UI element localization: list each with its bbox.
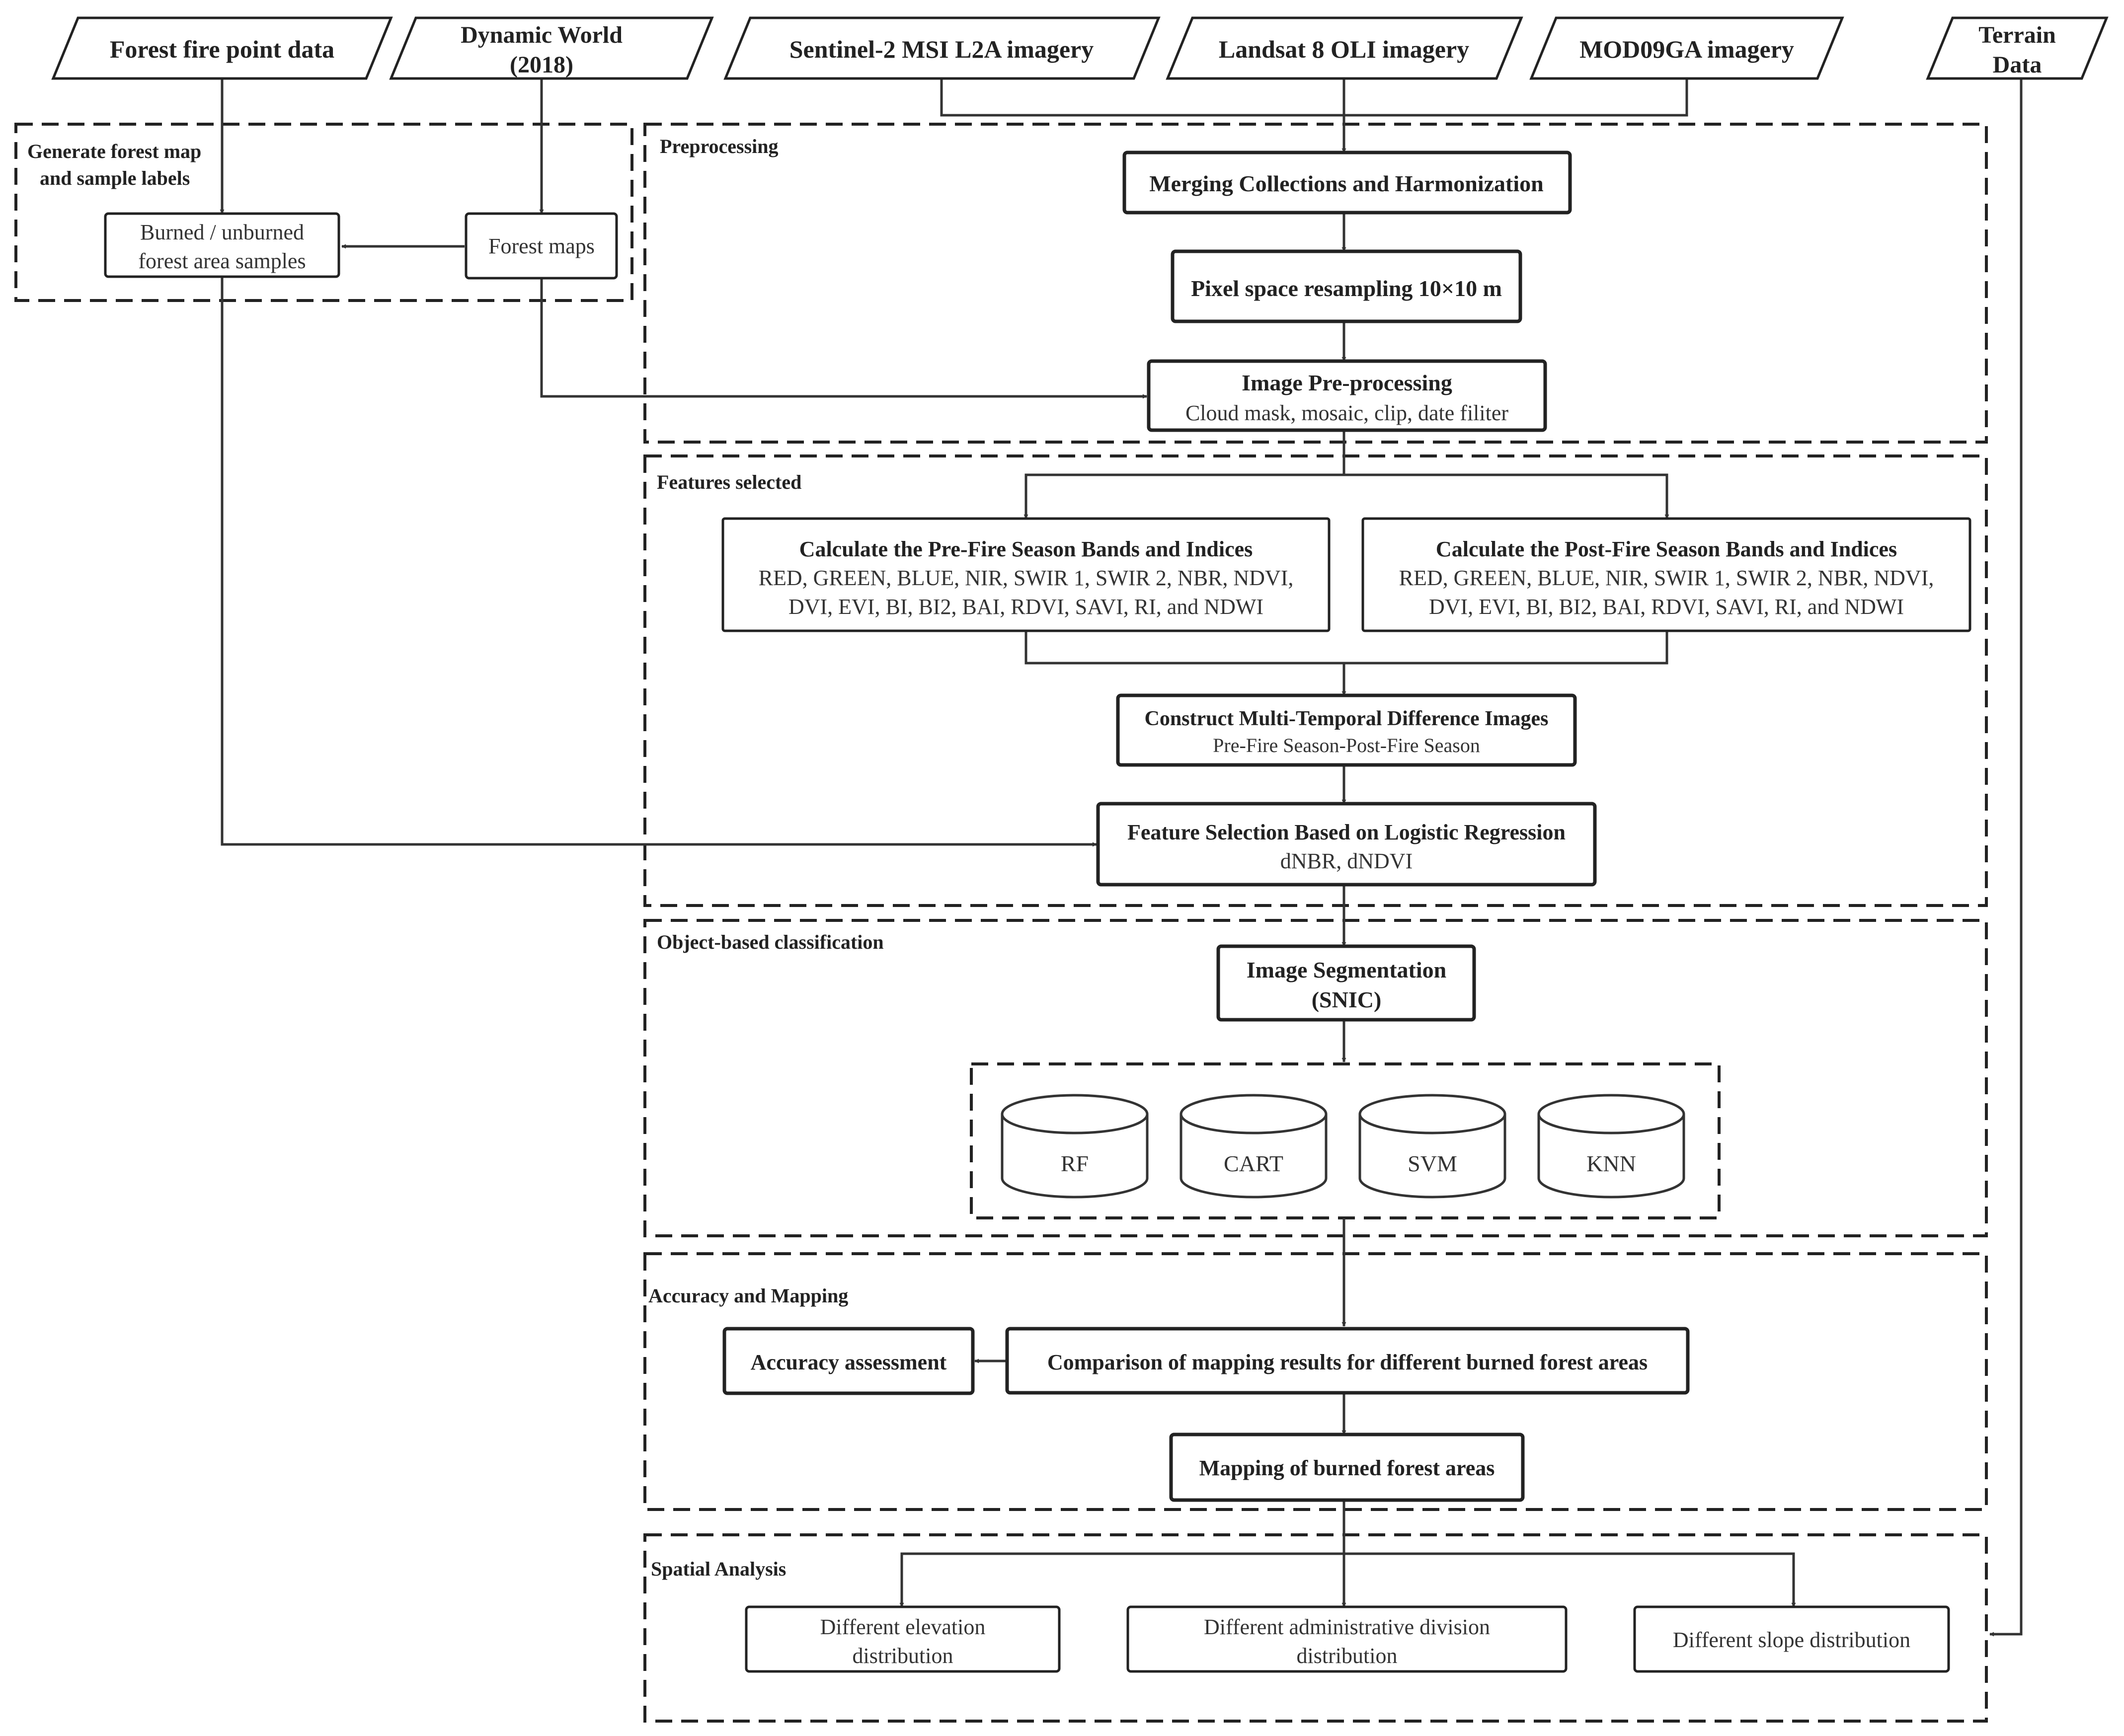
admin-label-2: distribution — [1297, 1644, 1398, 1668]
samples-label-1: Burned / unburned — [140, 220, 304, 244]
input-modis-shape — [1529, 16, 1844, 80]
merging-label: Merging Collections and Harmonization — [1149, 171, 1543, 196]
comparison-label: Comparison of mapping results for differ… — [1047, 1350, 1648, 1374]
input-dynamic-world-label-1: Dynamic World — [461, 22, 623, 48]
accuracy-assessment-box — [722, 1327, 975, 1395]
prefire-box — [721, 517, 1331, 632]
classifier-knn-label: KNN — [1586, 1151, 1636, 1176]
section-preprocessing-frame — [643, 123, 1988, 444]
connector-preproc-split — [1023, 430, 1345, 519]
forest-maps-label: Forest maps — [488, 234, 595, 258]
mapping-label: Mapping of burned forest areas — [1199, 1456, 1495, 1480]
section-generate-title-1: Generate forest map — [27, 140, 201, 162]
mapping-box — [1169, 1433, 1525, 1502]
featsel-title: Feature Selection Based on Logistic Regr… — [1127, 820, 1566, 844]
connector-forest-maps-to-preproc — [540, 278, 1147, 399]
slope-label: Different slope distribution — [1673, 1628, 1910, 1652]
segmentation-label-1: Image Segmentation — [1247, 957, 1446, 982]
input-dynamic-world-shape — [389, 16, 714, 80]
segmentation-label-2: (SNIC) — [1312, 987, 1382, 1012]
multitemp-title: Construct Multi-Temporal Difference Imag… — [1144, 707, 1548, 730]
classifier-rf-cylinder — [1001, 1094, 1149, 1199]
section-accuracy-title: Accuracy and Mapping — [648, 1284, 848, 1307]
input-dynamic-world-label-2: (2018) — [510, 52, 573, 78]
input-landsat-label: Landsat 8 OLI imagery — [1219, 35, 1469, 63]
section-preprocessing-title: Preprocessing — [660, 135, 779, 157]
connector-sentinel-down — [940, 78, 1688, 117]
samples-box — [104, 212, 340, 278]
input-modis-label: MOD09GA imagery — [1579, 35, 1794, 63]
featsel-box — [1096, 802, 1597, 887]
section-spatial-title: Spatial Analysis — [651, 1558, 786, 1580]
input-landsat-shape — [1166, 16, 1523, 80]
merging-box — [1122, 151, 1572, 215]
resampling-box — [1171, 249, 1522, 323]
segmentation-box — [1216, 944, 1476, 1022]
classifier-svm-label: SVM — [1408, 1151, 1457, 1176]
input-forest-fire-shape — [51, 16, 393, 80]
input-sentinel-label: Sentinel-2 MSI L2A imagery — [789, 35, 1094, 63]
connector-merge-to-multitemp — [1024, 631, 1668, 695]
classifier-svm-cylinder — [1358, 1094, 1506, 1199]
connector-spatial-left — [899, 1552, 1344, 1607]
section-generate-frame — [14, 123, 633, 302]
connector-spatial-right — [1344, 1552, 1796, 1607]
samples-label-2: forest area samples — [138, 249, 306, 273]
prefire-line-2: DVI, EVI, BI, BI2, BAI, RDVI, SAVI, RI, … — [788, 595, 1263, 619]
input-terrain-label-1: Terrain — [1978, 22, 2056, 48]
elevation-label-2: distribution — [853, 1644, 953, 1668]
section-features-frame — [643, 454, 1988, 907]
section-object-frame — [643, 919, 1988, 1237]
preproc-box — [1147, 359, 1547, 432]
resampling-label: Pixel space resampling 10×10 m — [1191, 276, 1502, 301]
classifier-cart-cylinder — [1180, 1094, 1328, 1199]
admin-box — [1126, 1605, 1568, 1673]
connector-preproc-to-postfire — [1344, 473, 1669, 519]
multitemp-box — [1116, 693, 1577, 767]
postfire-box — [1361, 517, 1971, 632]
accuracy-assessment-label: Accuracy assessment — [751, 1350, 947, 1374]
elevation-label-1: Different elevation — [820, 1615, 986, 1639]
input-forest-fire-label: Forest fire point data — [110, 35, 334, 63]
section-generate-title-2: and sample labels — [40, 167, 190, 189]
section-object-title: Object-based classification — [657, 931, 884, 953]
input-terrain-shape — [1926, 16, 2109, 80]
elevation-box — [745, 1605, 1061, 1673]
featsel-sub: dNBR, dNDVI — [1280, 849, 1413, 873]
slope-box — [1633, 1605, 1950, 1673]
prefire-line-1: RED, GREEN, BLUE, NIR, SWIR 1, SWIR 2, N… — [759, 566, 1294, 590]
comparison-box — [1005, 1327, 1690, 1395]
postfire-title: Calculate the Post-Fire Season Bands and… — [1436, 537, 1897, 561]
classifier-cart-label: CART — [1224, 1151, 1283, 1176]
section-spatial-frame — [643, 1533, 1988, 1723]
connector-terrain-to-slope — [1989, 78, 2023, 1637]
postfire-line-2: DVI, EVI, BI, BI2, BAI, RDVI, SAVI, RI, … — [1429, 595, 1904, 619]
postfire-line-1: RED, GREEN, BLUE, NIR, SWIR 1, SWIR 2, N… — [1399, 566, 1934, 590]
input-sentinel-shape — [723, 16, 1161, 80]
section-features-title: Features selected — [657, 471, 801, 493]
prefire-title: Calculate the Pre-Fire Season Bands and … — [799, 537, 1253, 561]
admin-label-1: Different administrative division — [1204, 1615, 1490, 1639]
preproc-title: Image Pre-processing — [1242, 370, 1452, 395]
preproc-sub: Cloud mask, mosaic, clip, date filiter — [1185, 401, 1508, 425]
input-terrain-label-2: Data — [1993, 52, 2042, 78]
classifier-knn-cylinder — [1537, 1094, 1685, 1199]
connector-samples-to-featsel — [221, 277, 1097, 847]
multitemp-sub: Pre-Fire Season-Post-Fire Season — [1213, 734, 1480, 756]
forest-maps-box — [465, 212, 618, 280]
classifier-rf-label: RF — [1061, 1151, 1089, 1176]
